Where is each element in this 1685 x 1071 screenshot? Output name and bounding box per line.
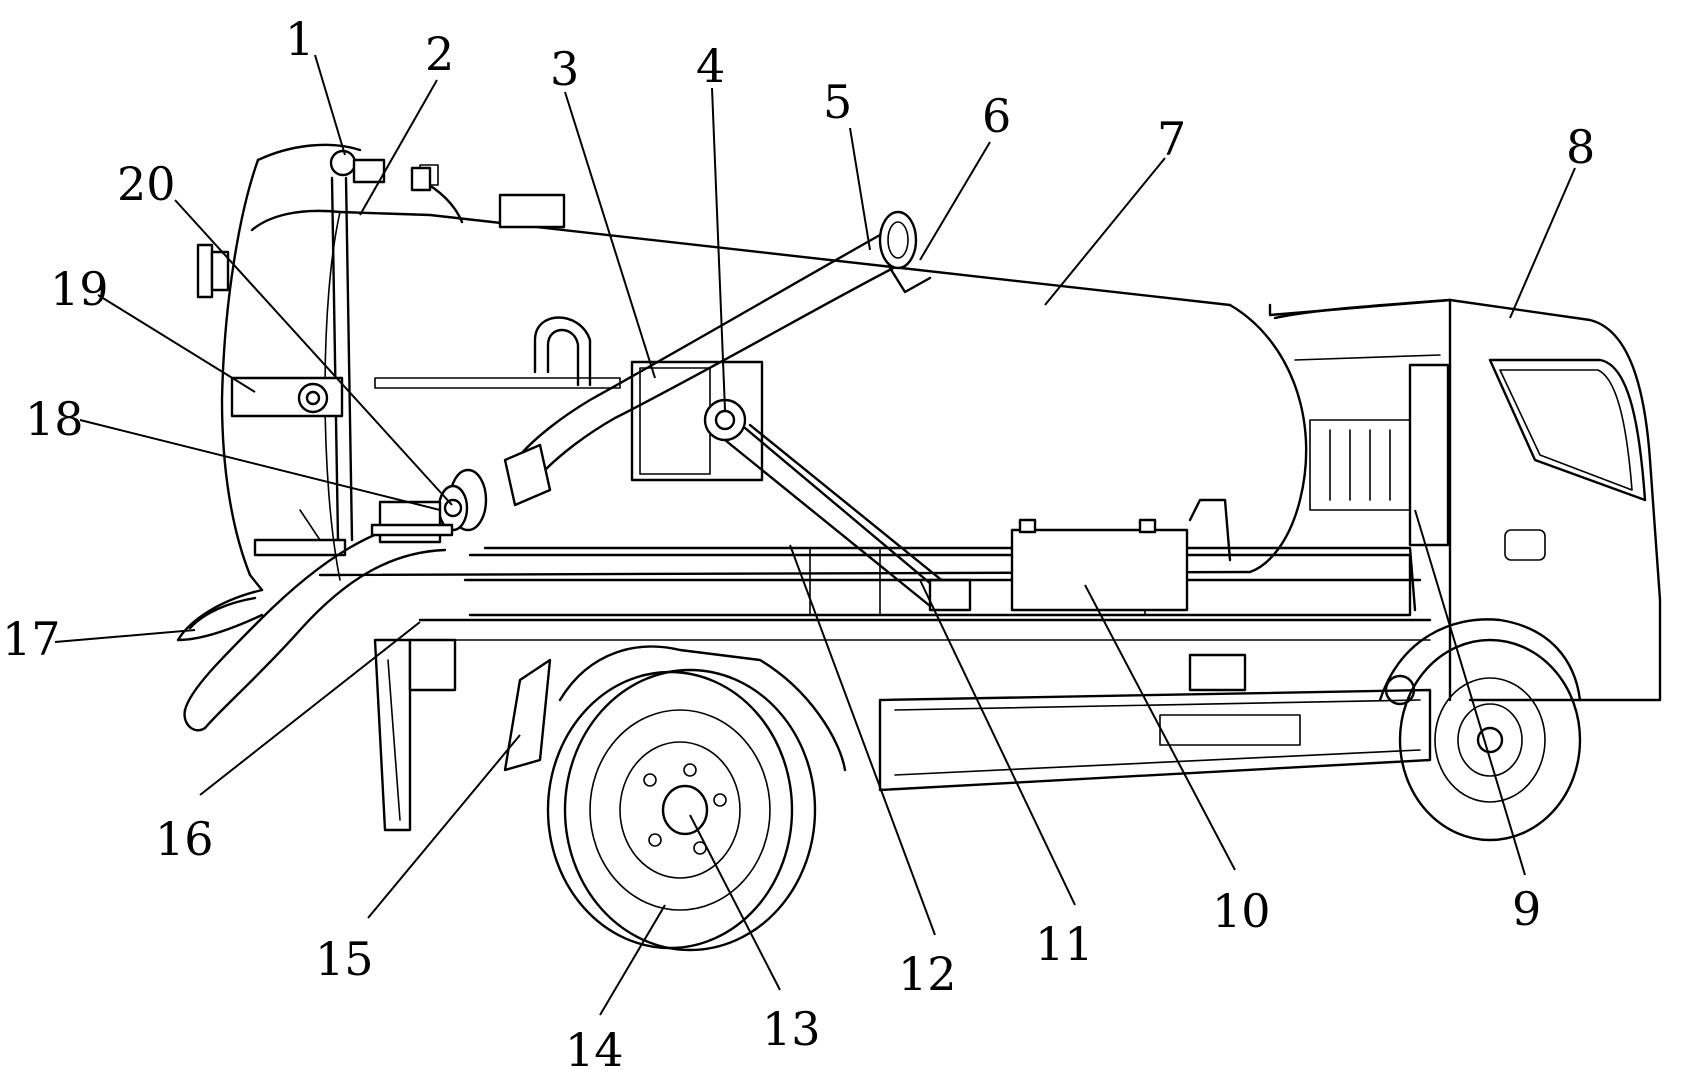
chassis [373,498,1432,832]
callout-13: 13 [762,1002,821,1056]
callout-labels: 1 2 3 4 5 6 7 8 9 10 11 12 13 14 15 16 1… [2,12,1595,1071]
rear-spreader [176,588,264,642]
lift-cylinder [703,398,972,612]
callout-9: 9 [1512,882,1541,936]
rear-frame [230,149,432,557]
callout-5: 5 [823,75,852,129]
callout-16: 16 [155,812,214,866]
callout-20: 20 [117,157,176,211]
callout-14: 14 [565,1023,624,1071]
callout-1: 1 [285,12,314,66]
callout-19: 19 [50,262,109,316]
suction-hose [437,210,932,532]
callout-15: 15 [315,932,374,986]
callout-11: 11 [1035,917,1094,971]
callout-3: 3 [550,42,579,96]
callout-10: 10 [1212,884,1271,938]
callout-17: 17 [2,612,61,666]
discharge-hose [183,500,454,732]
callout-4: 4 [696,39,725,93]
callout-7: 7 [1157,112,1186,166]
callout-2: 2 [425,27,454,81]
callout-6: 6 [982,89,1011,143]
callout-8: 8 [1566,120,1595,174]
leader-lines [54,54,1576,1016]
tank-rear-end [196,143,362,592]
callout-12: 12 [898,947,957,1001]
rear-wheel [546,645,847,952]
callout-18: 18 [25,392,84,446]
front-wheel [1378,618,1582,842]
